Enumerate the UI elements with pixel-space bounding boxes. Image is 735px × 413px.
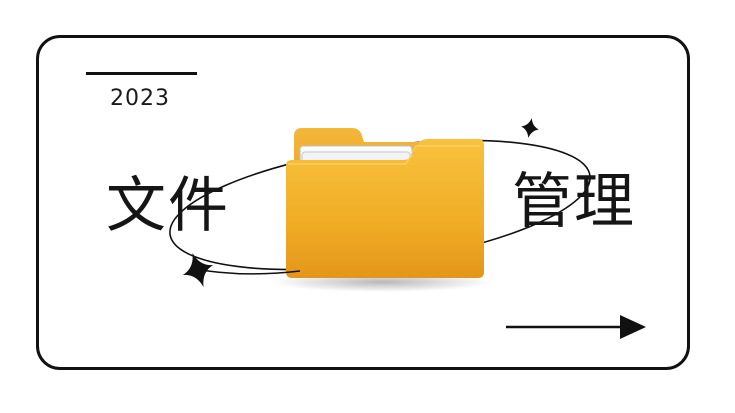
arrow-right-icon [506, 315, 646, 339]
year-label: 2023 [110, 86, 170, 111]
year-rule [86, 72, 197, 75]
sparkle-icon [182, 252, 214, 288]
folder-icon [272, 128, 492, 292]
sparkle-icon [521, 118, 539, 138]
title-right: 管理 [512, 167, 636, 237]
title-left: 文件 [106, 171, 230, 241]
